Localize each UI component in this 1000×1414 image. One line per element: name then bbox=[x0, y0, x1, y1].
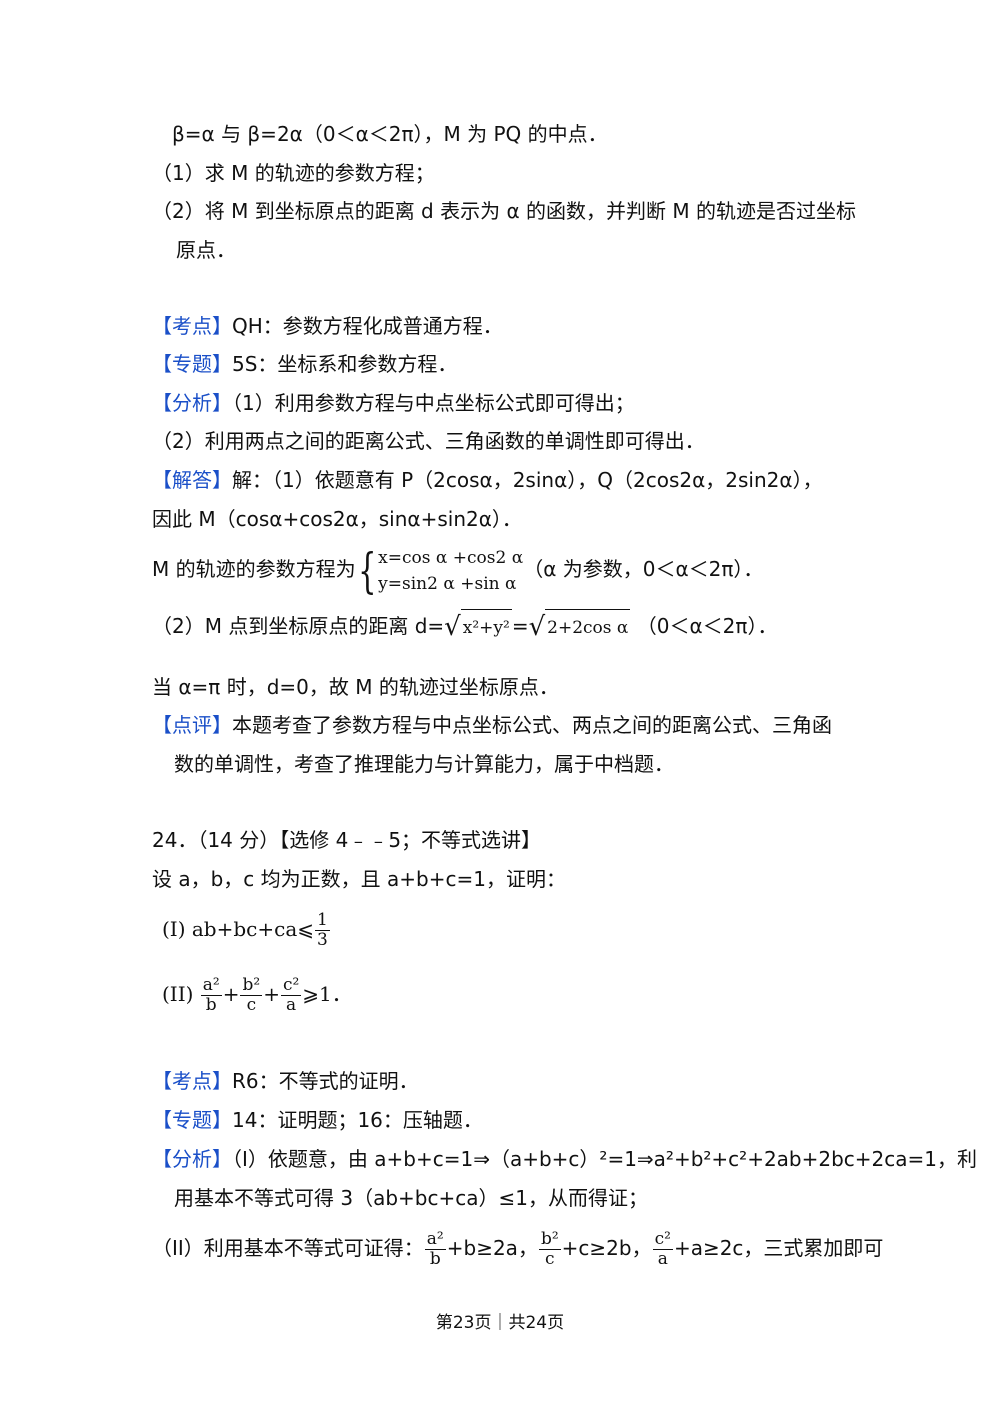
part1-label: (I) bbox=[162, 917, 186, 941]
distance-range: （0＜α＜2π）． bbox=[636, 614, 778, 638]
jieda-23-line2: 因此 M（cosα+cos2α，sinα+sin2α）． bbox=[152, 507, 522, 531]
sqrt-symbol: √ bbox=[444, 612, 461, 642]
frac-den: b bbox=[429, 1249, 441, 1269]
problem23-q2-line1: （2）将 M 到坐标原点的距离 d 表示为 α 的函数，并判断 M 的轨迹是否过… bbox=[152, 199, 856, 223]
distance-label: （2）M 点到坐标原点的距离 d= bbox=[152, 614, 445, 638]
kaodian-text: R6：不等式的证明． bbox=[232, 1069, 419, 1093]
problem23-q1: （1）求 M 的轨迹的参数方程； bbox=[152, 161, 435, 185]
sqrt-expr-2: 2+2cos α bbox=[545, 609, 631, 646]
frac-num: b² bbox=[240, 975, 263, 996]
jieda-tag: 【解答】 bbox=[152, 468, 232, 492]
sqrt-expr-1: x²+y² bbox=[460, 609, 512, 646]
zhuanti-24: 【专题】14：证明题；16：压轴题． bbox=[152, 1106, 483, 1134]
frac-num: c² bbox=[280, 975, 302, 996]
fenxi3-pre: （II）利用基本不等式可证得： bbox=[152, 1236, 424, 1260]
param-eq-label: M 的轨迹的参数方程为 bbox=[152, 557, 356, 581]
fenxi-23-line2: （2）利用两点之间的距离公式、三角函数的单调性即可得出． bbox=[152, 429, 705, 453]
jieda-23: 【解答】解：（1）依题意有 P（2cosα，2sinα），Q（2cos2α，2s… bbox=[152, 466, 823, 494]
zhuanti-23: 【专题】5S：坐标系和参数方程． bbox=[152, 350, 457, 378]
zhuanti-tag: 【专题】 bbox=[152, 1108, 232, 1132]
part2-tail: ⩾1． bbox=[302, 982, 352, 1006]
frac-den: c bbox=[545, 1249, 555, 1269]
frac-den: a bbox=[286, 995, 297, 1015]
plus-sign: + bbox=[222, 982, 240, 1006]
ineq-3: +a≥2c，三式累加即可 bbox=[673, 1236, 884, 1260]
frac-num: 1 bbox=[315, 910, 330, 931]
sqrt-symbol-2: √ bbox=[528, 612, 546, 642]
plus-sign: + bbox=[263, 982, 280, 1006]
frac-den: c bbox=[246, 995, 257, 1015]
kaodian-tag: 【考点】 bbox=[152, 1069, 232, 1093]
param-y: y=sin2 α +sin α bbox=[378, 573, 517, 594]
zhuanti-text: 5S：坐标系和参数方程． bbox=[232, 352, 458, 376]
fenxi-24-line2: 用基本不等式可得 3（ab+bc+ca）≤1，从而得证； bbox=[174, 1186, 648, 1210]
frac-num: c² bbox=[652, 1229, 673, 1250]
problem23-q2-line2: 原点． bbox=[176, 238, 236, 262]
frac-num: a² bbox=[424, 1229, 446, 1250]
param-x: x=cos α +cos2 α bbox=[378, 547, 524, 568]
equals: = bbox=[511, 614, 529, 638]
ineq-2: +c≥2b， bbox=[561, 1236, 652, 1260]
ineq-1: +b≥2a， bbox=[446, 1236, 538, 1260]
part1-expr: ab+bc+ca⩽ bbox=[191, 917, 315, 941]
frac-num: b² bbox=[538, 1229, 561, 1250]
dianping-23-line2: 数的单调性，考查了推理能力与计算能力，属于中档题． bbox=[174, 752, 674, 776]
kaodian-tag: 【考点】 bbox=[152, 314, 232, 338]
fenxi-24: 【分析】（I）依题意，由 a+b+c=1⇒（a+b+c）²=1⇒a²+b²+c²… bbox=[152, 1145, 977, 1173]
jieda-text-1: 解：（1）依题意有 P（2cosα，2sinα），Q（2cos2α，2sin2α… bbox=[232, 468, 823, 492]
zhuanti-text: 14：证明题；16：压轴题． bbox=[232, 1108, 483, 1132]
brace-symbol: { bbox=[357, 542, 377, 599]
kaodian-24: 【考点】R6：不等式的证明． bbox=[152, 1067, 419, 1095]
zhuanti-tag: 【专题】 bbox=[152, 352, 232, 376]
dianping-tag: 【点评】 bbox=[152, 713, 232, 737]
frac-den: a bbox=[657, 1249, 668, 1269]
param-system: x=cos α +cos2 α y=sin2 α +sin α bbox=[378, 545, 523, 597]
page-footer: 第23页｜共24页 bbox=[435, 1313, 565, 1333]
part2-label: (II) bbox=[162, 982, 194, 1006]
fenxi-23: 【分析】（1）利用参数方程与中点坐标公式即可得出； bbox=[152, 389, 635, 417]
kaodian-23: 【考点】QH：参数方程化成普通方程． bbox=[152, 312, 503, 340]
dianping-23: 【点评】本题考查了参数方程与中点坐标公式、两点之间的距离公式、三角函 bbox=[152, 711, 832, 739]
frac-den: 3 bbox=[317, 930, 328, 950]
frac-num: a² bbox=[200, 975, 222, 996]
jieda-23-line5: 当 α=π 时，d=0，故 M 的轨迹过坐标原点． bbox=[152, 675, 559, 699]
kaodian-text: QH：参数方程化成普通方程． bbox=[232, 314, 503, 338]
problem24-header: 24．（14 分）【选修 4﹣﹣5；不等式选讲】 bbox=[152, 828, 542, 852]
param-eq-note: （α 为参数，0＜α＜2π）． bbox=[523, 557, 764, 581]
problem24-condition: 设 a，b，c 均为正数，且 a+b+c=1，证明： bbox=[152, 867, 566, 891]
jieda-23-line4: （2）M 点到坐标原点的距离 d=√x²+y²=√2+2cos α （0＜α＜2… bbox=[152, 608, 777, 646]
jieda-23-line3: M 的轨迹的参数方程为{x=cos α +cos2 α y=sin2 α +sin… bbox=[152, 540, 763, 598]
fenxi-text-1: （1）利用参数方程与中点坐标公式即可得出； bbox=[232, 391, 635, 415]
dianping-text-1: 本题考查了参数方程与中点坐标公式、两点之间的距离公式、三角函 bbox=[232, 713, 832, 737]
frac-den: b bbox=[205, 995, 217, 1015]
fenxi-tag: 【分析】 bbox=[152, 391, 232, 415]
fenxi-tag: 【分析】 bbox=[152, 1147, 232, 1171]
fenxi-text-1: （I）依题意，由 a+b+c=1⇒（a+b+c）²=1⇒a²+b²+c²+2ab… bbox=[232, 1147, 978, 1171]
problem23-condition: β=α 与 β=2α（0＜α＜2π），M 为 PQ 的中点． bbox=[172, 122, 608, 146]
